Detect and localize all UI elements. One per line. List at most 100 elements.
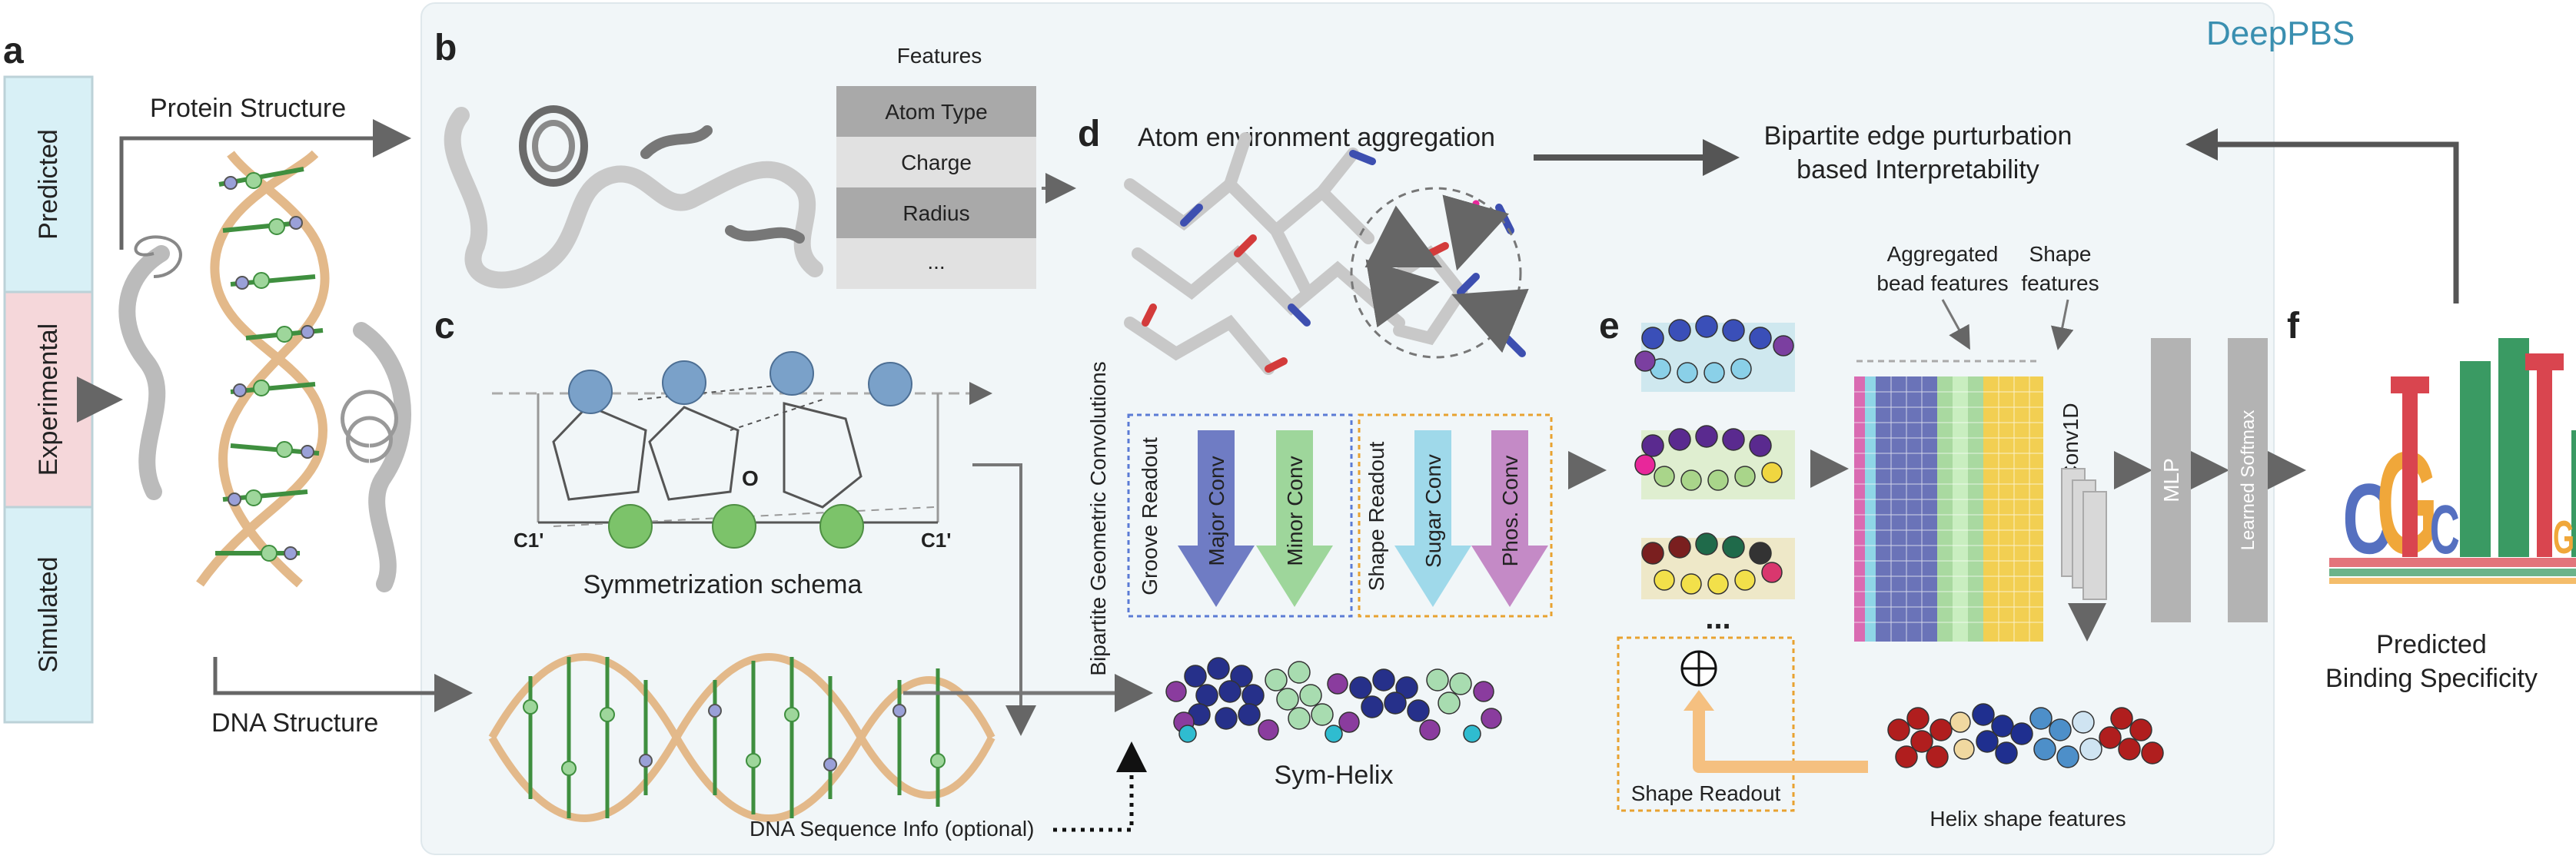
dna-structure-label: DNA Structure: [211, 708, 378, 738]
logo-a1-bar: [2460, 361, 2491, 557]
helix-shape-beads: [1887, 703, 2164, 768]
shape-pointer: [2050, 299, 2074, 350]
major-conv-label: Major Conv: [1205, 456, 1228, 565]
logo-base-row1: [2329, 558, 2576, 567]
dna-helix-drawing: [488, 653, 995, 822]
interpretability-line1: Bipartite edge purturbation: [1764, 121, 2072, 151]
logo-t2-cap: [2525, 353, 2564, 370]
helix-shape-to-sum-arrow: [1693, 707, 1868, 773]
feature-radius: Radius: [902, 201, 969, 225]
bead-stack-3: [1641, 532, 1795, 599]
panel-letter-b: b: [434, 28, 457, 68]
feature-more: ...: [927, 250, 945, 274]
sugar-conv-label: Sugar Conv: [1421, 454, 1445, 568]
logo-base-row2: [2329, 569, 2576, 576]
specificity-to-interpretability-arrow: [2185, 128, 2459, 303]
bead-stack-2: [1634, 425, 1795, 499]
dna-structure-arrow: [213, 657, 473, 712]
groove-readout-label: Groove Readout: [1138, 437, 1162, 595]
c1-right-label: C1': [921, 529, 951, 552]
schema-to-symhelix-arrow: [972, 463, 1036, 736]
logo-base-row3: [2329, 578, 2576, 584]
feature-atom-type: Atom Type: [885, 100, 987, 124]
phos-conv-label: Phos. Conv: [1498, 456, 1522, 567]
logo-t2-bar: [2537, 353, 2552, 557]
learned-softmax-block: [2228, 338, 2268, 622]
protein-structure-label: Protein Structure: [150, 94, 346, 123]
mlp-label: MLP: [2159, 458, 2183, 502]
logo-a3-bar: [2571, 430, 2576, 557]
feature-row-radius: [836, 187, 1036, 238]
bipartite-conv-label: Bipartite Geometric Convolutions: [1086, 361, 1110, 675]
sym-helix-label: Sym-Helix: [1275, 761, 1394, 790]
shape-features-label-1: Shape: [2029, 242, 2092, 266]
major-conv-arrow: [1178, 430, 1255, 607]
aggregated-label-1: Aggregated: [1887, 242, 1999, 266]
logo-a2-bar: [2498, 338, 2529, 557]
c1-left-label: C1': [514, 529, 543, 552]
feature-row-charge: [836, 137, 1036, 187]
shape-readout-sum-box: [1617, 636, 1795, 812]
symmetrization-schema-drawing: [492, 351, 992, 549]
sym-helix-beads: [1165, 657, 1502, 743]
logo-letter-g2: G: [2553, 512, 2574, 564]
aggregated-label-2: bead features: [1876, 271, 2008, 295]
sugar-conv-arrow: [1394, 430, 1471, 607]
source-predicted-label: Predicted: [34, 129, 63, 240]
features-table: Atom Type Charge Radius ...: [836, 86, 1036, 289]
protein-dna-complex: [118, 150, 411, 592]
shape-readout-sum-label: Shape Readout: [1631, 781, 1781, 805]
panel-letter-e: e: [1599, 306, 1620, 347]
shape-features-label-2: features: [2021, 271, 2099, 295]
atom-environment-drawing: [1124, 132, 1529, 375]
dna-sequence-info-label: DNA Sequence Info (optional): [750, 817, 1034, 841]
minor-conv-label: Minor Conv: [1283, 456, 1307, 565]
sequence-info-arrow: [1053, 741, 1147, 832]
sequence-logo: C G C G: [2329, 338, 2576, 585]
origin-label: O: [742, 466, 759, 490]
interpretability-line2: based Interpretability: [1797, 155, 2039, 184]
bead-feature-stacks: [1634, 315, 1795, 599]
panel-letter-f: f: [2287, 306, 2300, 347]
groove-readout-box: [1127, 413, 1353, 618]
conv1d-label: Conv1D: [2059, 403, 2082, 480]
source-predicted-box: [3, 75, 94, 294]
source-simulated-box: [3, 506, 94, 724]
bead-stack-ellipsis: ...: [1705, 602, 1730, 635]
logo-letter-c1: C: [2342, 463, 2393, 575]
protein-ribbon: [444, 105, 823, 289]
predicted-label: Predicted: [2376, 630, 2487, 659]
feature-row-atom-type: [836, 86, 1036, 137]
source-simulated-label: Simulated: [34, 556, 63, 672]
conv1d-blocks: [2061, 468, 2107, 600]
aggregated-pointer: [1941, 299, 1970, 350]
learned-softmax-label: Learned Softmax: [2238, 410, 2259, 551]
mlp-block: [2151, 338, 2191, 622]
panel-letter-d: d: [1078, 114, 1100, 154]
protein-structure-arrow: [119, 119, 411, 250]
atom-aggregation-title: Atom environment aggregation: [1138, 123, 1495, 152]
shape-readout-box: [1358, 413, 1553, 618]
panel-letter-a: a: [3, 31, 24, 71]
helix-shape-to-sum-arrowhead: [1684, 690, 1714, 711]
logo-t1-cap: [2391, 376, 2429, 393]
brand-label: DeepPBS: [2206, 15, 2355, 52]
minor-conv-arrow: [1256, 430, 1333, 607]
helix-shape-features-label: Helix shape features: [1930, 807, 2126, 831]
logo-t1-bar: [2402, 376, 2418, 557]
panel-letter-c: c: [434, 306, 455, 347]
feature-matrix: [1854, 376, 2043, 642]
feature-row-more: [836, 238, 1036, 289]
shape-readout-label: Shape Readout: [1364, 441, 1388, 591]
phos-conv-arrow: [1471, 430, 1548, 607]
symmetrization-schema-label: Symmetrization schema: [583, 570, 863, 599]
binding-specificity-label: Binding Specificity: [2325, 664, 2538, 693]
features-title: Features: [897, 44, 982, 68]
source-experimental-label: Experimental: [34, 323, 63, 476]
source-column: Predicted Experimental Simulated: [3, 75, 94, 724]
bead-stack-1: [1634, 315, 1795, 392]
logo-letter-c2: C: [2430, 491, 2460, 569]
feature-charge: Charge: [901, 151, 972, 174]
